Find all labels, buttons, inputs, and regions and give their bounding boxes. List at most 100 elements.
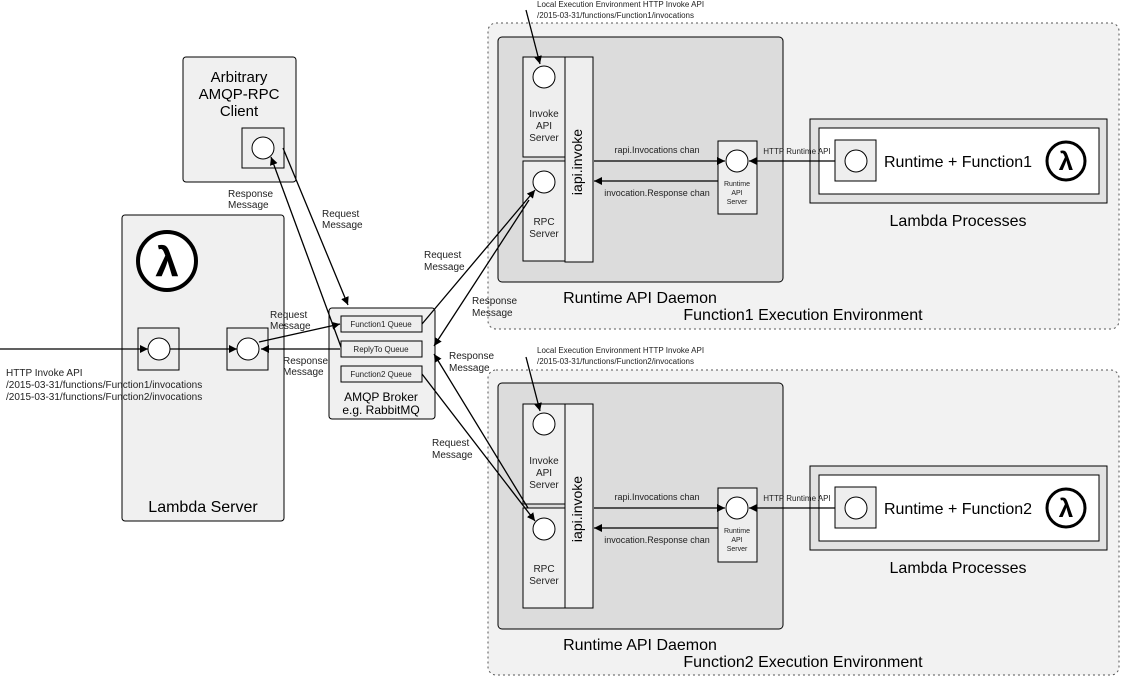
env1-runtime-api-daemon: Runtime API Daemon Invoke API Server RPC… — [497, 36, 784, 307]
env1-rapi-chan-label: rapi.Invocations chan — [614, 145, 699, 155]
env2-local-api-label-1: Local Execution Environment HTTP Invoke … — [537, 346, 704, 355]
lambda-server-title: Lambda Server — [148, 499, 258, 516]
f2-request-label-2: Message — [432, 450, 473, 461]
replyto-queue-label: ReplyTo Queue — [353, 345, 409, 354]
env2-runtime-api-label-2: API — [731, 537, 742, 544]
f2-response-label-1: Response — [449, 351, 494, 362]
env2-runtime-port — [844, 496, 868, 520]
env1-invoke-label-2: API — [536, 121, 552, 132]
env1-local-api-arrow — [525, 9, 542, 65]
env2-lambda-processes-label: Lambda Processes — [890, 560, 1027, 577]
rpc-client-label-2: AMQP-RPC — [199, 86, 280, 103]
env1-runtime-port-box — [834, 139, 877, 182]
amqp-rpc-client: Arbitrary AMQP-RPC Client — [182, 56, 297, 183]
env1-runtime-api-label-1: Runtime — [724, 181, 750, 188]
env1-title: Function1 Execution Environment — [683, 307, 923, 324]
lambda-server-http-port — [147, 337, 171, 361]
replyto-queue — [340, 340, 423, 358]
env1-iapi-invoke-bar — [564, 56, 594, 263]
f1-request-label-1: Request — [424, 250, 461, 261]
env2-invoke-label-1: Invoke — [529, 456, 559, 467]
client-request-arrow — [282, 147, 349, 306]
function2-queue-label: Function2 Queue — [350, 370, 412, 379]
server-response-label-2: Message — [283, 367, 324, 378]
function2-response-arrow — [433, 353, 529, 509]
env2-runtime-api-port — [725, 496, 749, 520]
f1-response-label-2: Message — [472, 308, 513, 319]
broker-label-1: AMQP Broker — [344, 390, 418, 404]
env1-runtime-api-label-3: Server — [727, 199, 748, 206]
http-invoke-api-label-1: HTTP Invoke API — [6, 368, 83, 379]
function1-execution-environment: Function1 Execution Environment Runtime … — [487, 0, 1120, 330]
env1-runtime-api-port — [725, 149, 749, 173]
rpc-client-port — [251, 136, 275, 160]
lambda-server: λ Lambda Server — [121, 214, 285, 522]
env1-local-api-label-1: Local Execution Environment HTTP Invoke … — [537, 0, 704, 9]
f2-response-label-2: Message — [449, 363, 490, 374]
env2-invoke-label-3: Server — [529, 480, 559, 491]
function2-execution-environment: Function2 Execution Environment Runtime … — [487, 346, 1120, 676]
f1-response-label-1: Response — [472, 296, 517, 307]
lambda-server-rpc-port — [236, 337, 260, 361]
env1-rpc-label-2: Server — [529, 229, 559, 240]
env2-lambda-symbol: λ — [1059, 493, 1074, 523]
http-invoke-api-label-3: /2015-03-31/functions/Function2/invocati… — [6, 392, 202, 403]
env1-runtime-api-label-2: API — [731, 190, 742, 197]
env2-http-runtime-label: HTTP Runtime API — [763, 494, 830, 503]
env2-rpc-label-1: RPC — [533, 564, 554, 575]
env2-iapi-label: iapi.invoke — [569, 476, 585, 542]
env1-lambda-icon — [1045, 140, 1087, 182]
function2-request-arrow — [421, 373, 536, 522]
env1-runtime-function-label: Runtime + Function1 — [884, 154, 1032, 171]
env1-http-runtime-label: HTTP Runtime API — [763, 147, 830, 156]
env1-local-api-label-2: /2015-03-31/functions/Function1/invocati… — [537, 11, 694, 20]
rpc-client-label-1: Arbitrary — [211, 69, 268, 86]
client-request-label-1: Request — [322, 209, 359, 220]
env2-rpc-port — [532, 517, 556, 541]
env1-daemon-title: Runtime API Daemon — [563, 290, 717, 307]
env1-invoke-label-3: Server — [529, 133, 559, 144]
http-invoke-api-label-2: /2015-03-31/functions/Function1/invocati… — [6, 380, 202, 391]
env1-rpc-label-1: RPC — [533, 217, 554, 228]
env2-rapi-chan-label: rapi.Invocations chan — [614, 492, 699, 502]
env1-lambda-processes: Runtime + Function1 λ Lambda Processes — [809, 118, 1108, 230]
env1-lambda-processes-label: Lambda Processes — [890, 213, 1027, 230]
f2-request-label-1: Request — [432, 438, 469, 449]
env2-runtime-api-label-3: Server — [727, 546, 748, 553]
lambda-server-lambda-symbol: λ — [155, 238, 178, 285]
env1-rpc-port — [532, 170, 556, 194]
env2-runtime-api-daemon: Runtime API Daemon Invoke API Server RPC… — [497, 382, 784, 654]
env2-local-api-label-2: /2015-03-31/functions/Function2/invocati… — [537, 357, 694, 366]
server-request-label-1: Request — [270, 310, 307, 321]
rpc-client-label-3: Client — [220, 103, 259, 120]
amqp-broker: Function1 Queue ReplyTo Queue Function2 … — [328, 307, 436, 420]
env2-title: Function2 Execution Environment — [683, 654, 923, 671]
client-request-label-2: Message — [322, 220, 363, 231]
broker-label-2: e.g. RabbitMQ — [342, 403, 419, 417]
function1-queue-label: Function1 Queue — [350, 320, 412, 329]
env1-lambda-symbol: λ — [1059, 146, 1074, 176]
env2-runtime-function-label: Runtime + Function2 — [884, 501, 1032, 518]
f1-request-label-2: Message — [424, 262, 465, 273]
env2-lambda-icon — [1045, 487, 1087, 529]
server-response-label-1: Response — [283, 356, 328, 367]
lambda-server-lambda-icon — [136, 230, 198, 292]
env2-resp-chan-label: invocation.Response chan — [604, 535, 710, 545]
function1-request-arrow — [421, 189, 536, 325]
env2-invoke-label-2: API — [536, 468, 552, 479]
env2-local-api-arrow — [525, 356, 542, 412]
env2-daemon-title: Runtime API Daemon — [563, 637, 717, 654]
env2-iapi-invoke-bar — [564, 403, 594, 609]
env1-resp-chan-label: invocation.Response chan — [604, 188, 710, 198]
server-request-label-2: Message — [270, 321, 311, 332]
function1-response-arrow — [433, 199, 530, 347]
env2-lambda-processes: Runtime + Function2 λ Lambda Processes — [809, 465, 1108, 577]
env1-iapi-label: iapi.invoke — [569, 129, 585, 195]
server-to-function1-queue-arrow — [258, 321, 341, 343]
client-response-arrow — [270, 156, 342, 348]
env1-invoke-port — [532, 65, 556, 89]
env2-rpc-label-2: Server — [529, 576, 559, 587]
client-response-label-2: Message — [228, 200, 269, 211]
env1-runtime-port — [844, 149, 868, 173]
